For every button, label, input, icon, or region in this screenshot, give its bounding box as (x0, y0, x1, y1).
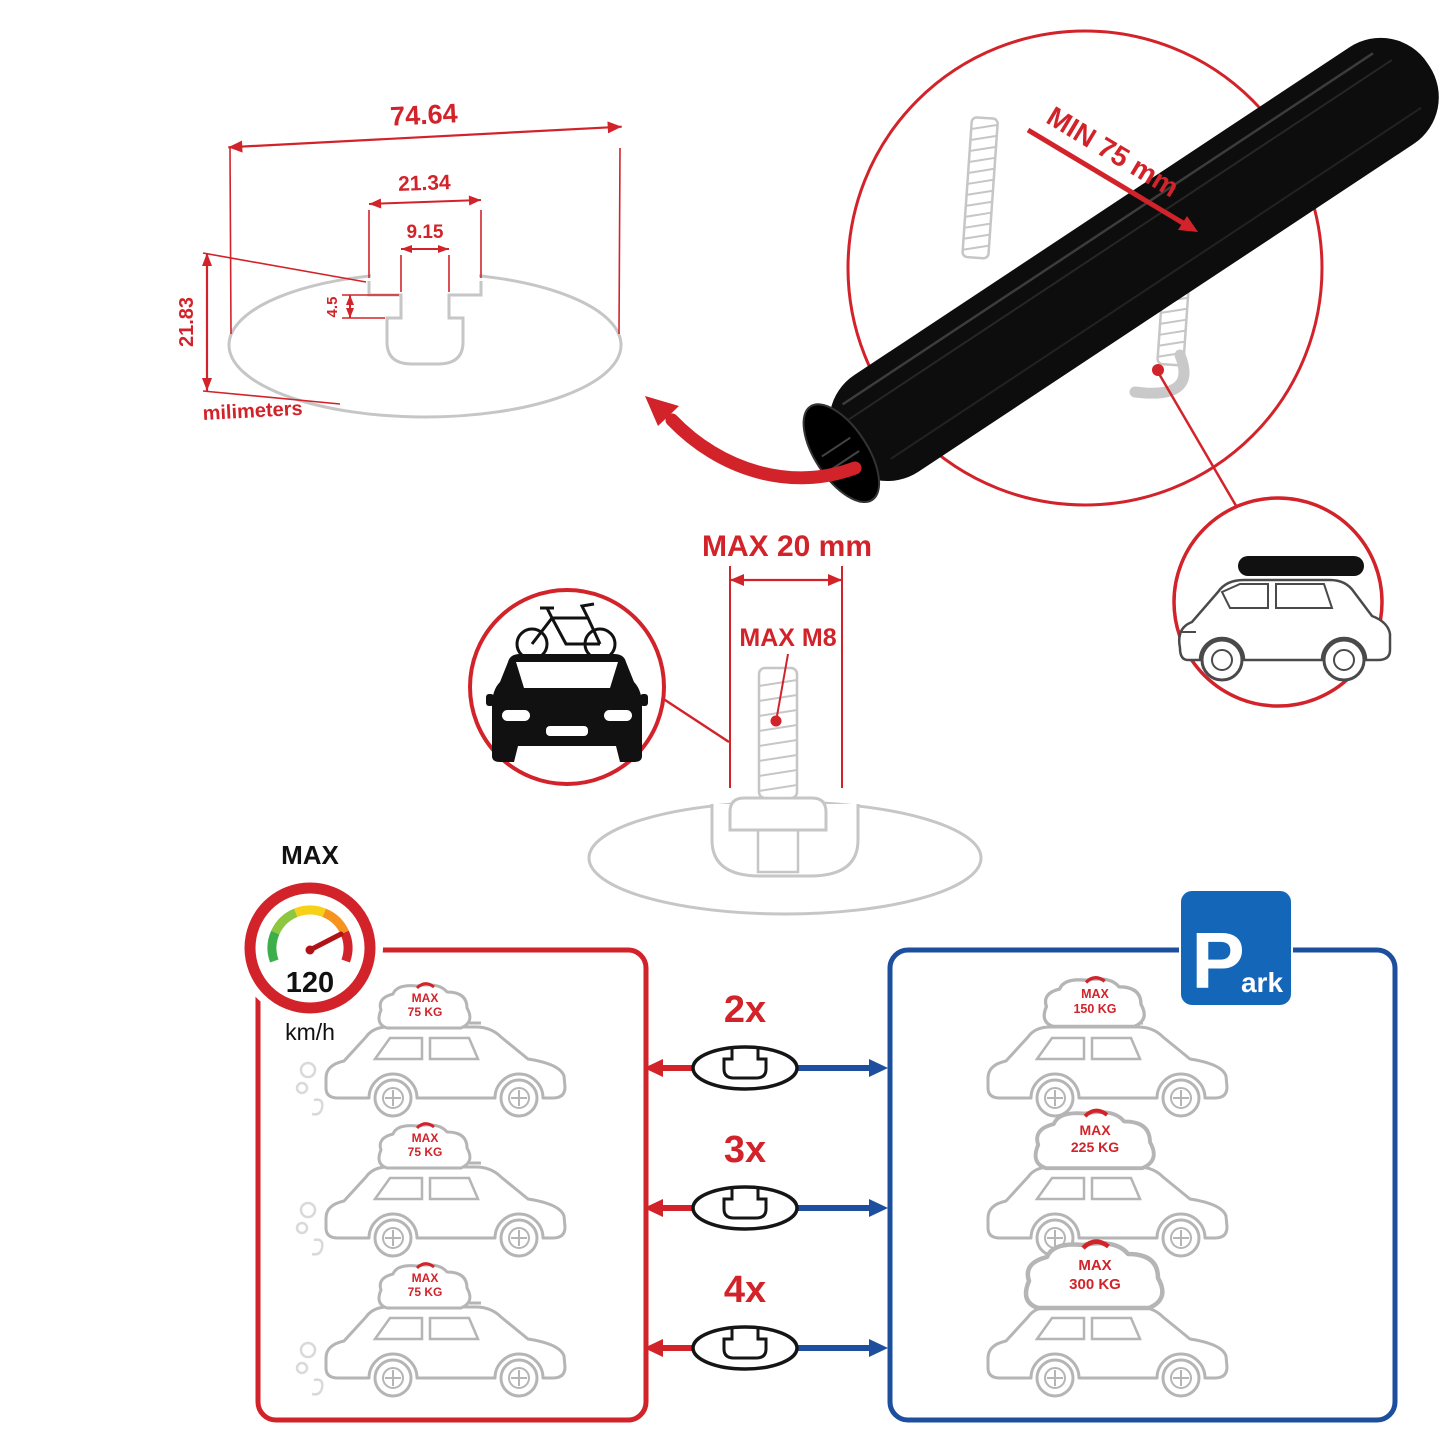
min-clamp-arrow (1026, 127, 1190, 229)
load-label-line1: MAX (412, 991, 439, 1005)
red-arrowhead (644, 1199, 663, 1217)
dim-slot-outer-label: 21.34 (398, 171, 452, 196)
crossbar-3d (802, 37, 1439, 504)
red-arrowhead (644, 1339, 663, 1357)
profile-mask (371, 266, 479, 282)
load-label-line1: MAX (412, 1271, 439, 1285)
car-front-icon (486, 654, 648, 762)
multiplier-label: 3x (724, 1129, 766, 1171)
multiplier-label: 2x (724, 989, 766, 1031)
dim-slot-inner: 9.15 (401, 222, 449, 253)
curved-arrowhead (645, 396, 679, 426)
dim-slot-depth-label: 4.5 (324, 297, 341, 318)
multiplier-row: 2x (644, 989, 888, 1091)
thread-point-dot (770, 715, 782, 727)
dim-total-width: 74.64 (228, 98, 622, 153)
bolt-diagram: MAX 20 mm MAX M8 (587, 530, 983, 916)
bolt-head (728, 796, 828, 832)
parking-car-row: MAX 300 KG (986, 1242, 1229, 1398)
parking-car-row: MAX 225 KG (986, 1108, 1229, 1258)
load-label-line1: MAX (1079, 1122, 1111, 1138)
load-label-line2: 225 KG (1071, 1139, 1119, 1155)
load-label-line1: MAX (1078, 1257, 1111, 1274)
dim-slot-depth: 4.5 (324, 294, 399, 319)
parking-sign: P ark (1179, 889, 1293, 1007)
red-arrowhead (644, 1059, 663, 1077)
leader-line (776, 653, 789, 717)
dim-total-width-label: 74.64 (389, 98, 458, 131)
speed-max-label: MAX (281, 840, 339, 870)
arrowhead (1178, 216, 1198, 232)
dim-total-height: 21.83 (176, 252, 367, 405)
parking-car-row: MAX 150 KG (986, 976, 1229, 1118)
bolt-thread-icon (757, 666, 799, 800)
multiplier-row: 4x (644, 1269, 888, 1371)
speed-limit-gauge: MAX 120 km/h (237, 840, 383, 1045)
arrowhead (730, 574, 744, 586)
blue-arrowhead (869, 1339, 888, 1357)
parking-sign-suffix: ark (1241, 967, 1283, 998)
driving-car-row: MAX 75 KG (295, 982, 567, 1118)
curved-arrow (665, 413, 862, 485)
dim-total-height-label: 21.83 (176, 297, 198, 347)
roof-box-icon (1238, 556, 1364, 576)
dim-slot-inner-label: 9.15 (407, 222, 444, 243)
roofbox-car-icon (1178, 556, 1392, 682)
crossbar-section-icon (691, 1185, 799, 1231)
load-label-line2: 150 KG (1073, 1002, 1116, 1016)
blue-arrowhead (869, 1199, 888, 1217)
dim-slot-outer: 21.34 (368, 171, 482, 209)
blue-arrowhead (869, 1059, 888, 1077)
multiplier-label: 4x (724, 1269, 766, 1311)
crossbar-section-icon (691, 1045, 799, 1091)
gauge-needle (307, 931, 344, 953)
extension-line (618, 147, 621, 335)
arrowhead (828, 574, 842, 586)
speed-value: 120 (286, 967, 334, 999)
load-label-line2: 300 KG (1069, 1276, 1121, 1293)
speed-units: km/h (285, 1019, 335, 1045)
dimension-diagram: 74.64 21.34 9.15 4.5 (176, 98, 623, 425)
t-slot-profile (367, 281, 483, 366)
units-label: milimeters (202, 398, 303, 425)
roofbox-car-badge (1172, 496, 1392, 708)
leader-line (661, 696, 730, 744)
multiplier-column: 2x 3x 4x (644, 989, 888, 1371)
clamp-threaded-rod-icon (961, 115, 1000, 260)
detail-circle (846, 29, 1324, 507)
clamp-point-dot (1152, 364, 1164, 376)
load-label-line2: 75 KG (408, 1145, 443, 1159)
driving-car-row: MAX 75 KG (295, 1122, 567, 1258)
driving-car-row: MAX 75 KG (295, 1262, 567, 1398)
multiplier-row: 3x (644, 1129, 888, 1231)
max-thread-label: MAX M8 (739, 624, 836, 652)
clamp-hook (1129, 349, 1190, 399)
max-width-label: MAX 20 mm (702, 530, 872, 563)
speedometer-icon (267, 905, 353, 963)
parking-sign-letter: P (1191, 916, 1244, 1005)
load-label-line1: MAX (1081, 987, 1109, 1001)
crossbar-detail: MIN 75 mm (645, 29, 1439, 517)
crossbar-section-icon (691, 1325, 799, 1371)
extension-line (229, 147, 232, 335)
gauge-pivot (305, 945, 315, 955)
leader-line (1156, 371, 1244, 517)
parking-sign-square (1179, 889, 1293, 1007)
carrier-car-badge (468, 588, 730, 786)
load-label-line1: MAX (412, 1131, 439, 1145)
load-label-line2: 75 KG (408, 1285, 443, 1299)
load-label-line2: 75 KG (408, 1005, 443, 1019)
bolt-neck (756, 828, 800, 874)
